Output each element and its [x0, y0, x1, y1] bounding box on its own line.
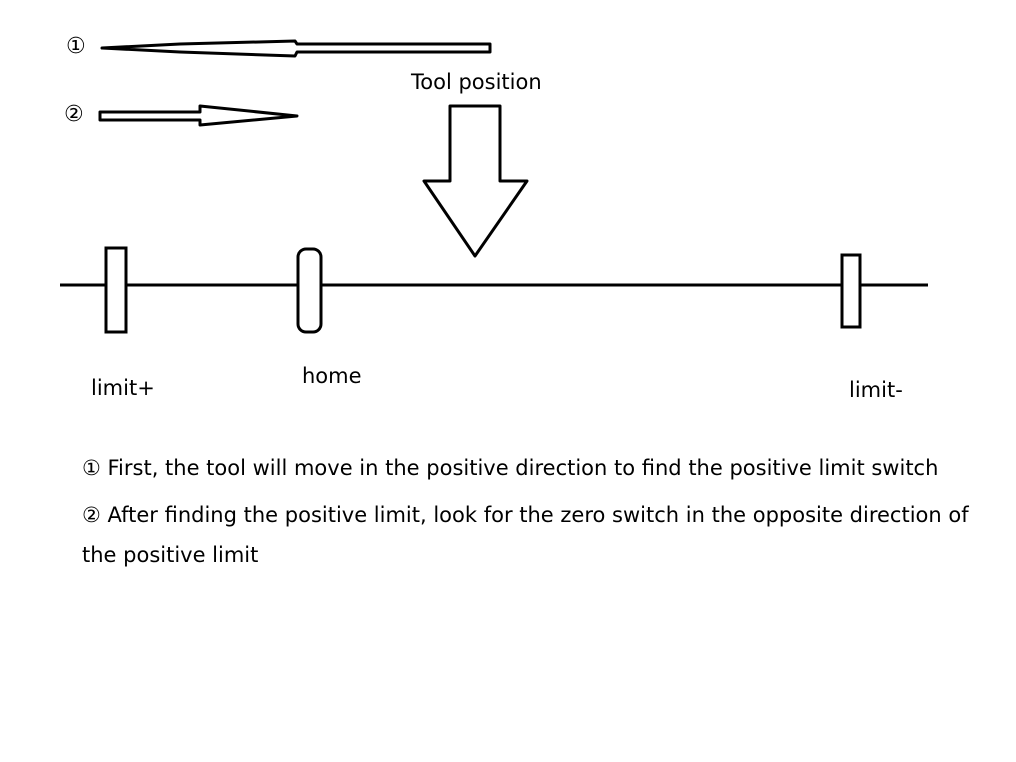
arrow-1-left [100, 39, 492, 58]
note-second: ② After finding the positive limit, look… [82, 503, 969, 567]
arrow-2-right [98, 104, 299, 127]
limit-plus-label: limit+ [91, 376, 155, 400]
marker-2: ② [64, 102, 84, 127]
home-switch [296, 247, 323, 334]
home-label: home [302, 364, 362, 388]
tool-position-label: Tool position [411, 70, 542, 94]
limit-minus-switch [840, 253, 862, 329]
limit-minus-label: limit- [849, 378, 903, 402]
marker-1: ① [66, 34, 86, 59]
tool-position-arrow [422, 104, 529, 258]
limit-plus-switch [104, 246, 128, 334]
note-first: ① First, the tool will move in the posit… [82, 456, 939, 480]
